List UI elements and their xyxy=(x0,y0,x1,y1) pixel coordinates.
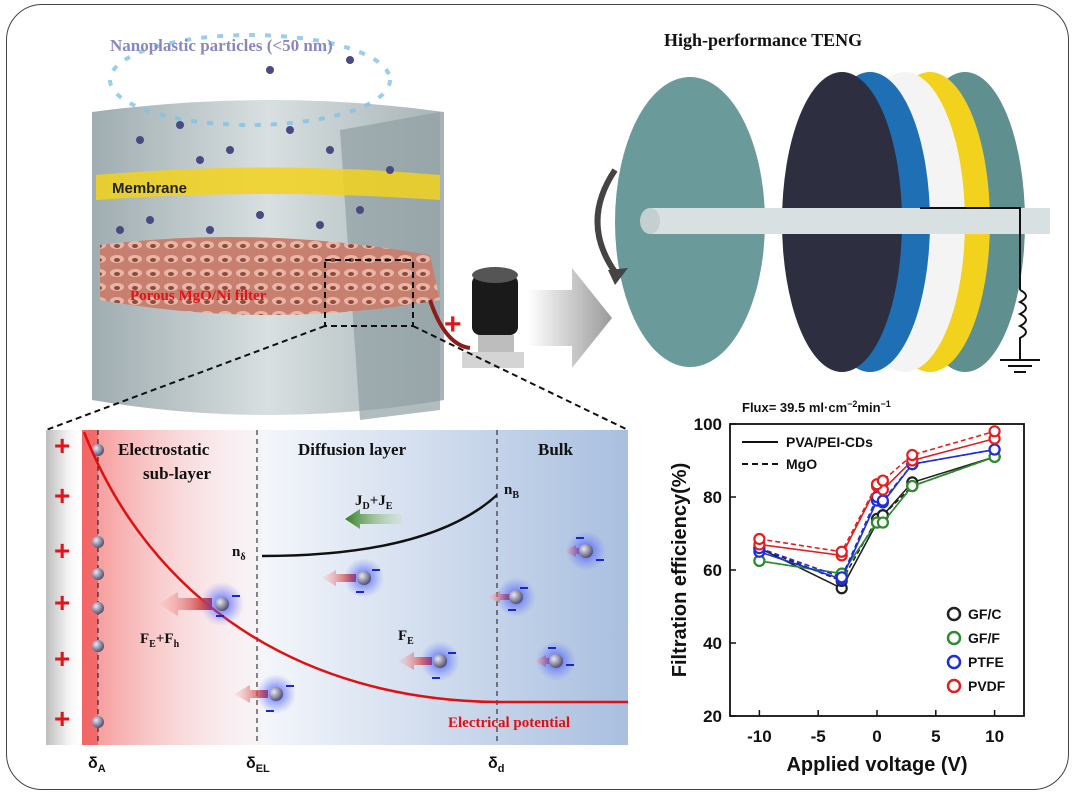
legend-series-label: PTFE xyxy=(968,654,1004,670)
delta-EL-label: δEL xyxy=(246,755,270,775)
potential-label: Electrical potential xyxy=(448,715,570,731)
x-tick-label: 10 xyxy=(985,727,1004,746)
surface-charges: + + + + + + xyxy=(54,430,70,734)
legend-line-label: MgO xyxy=(786,456,817,472)
legend-marker xyxy=(946,606,962,622)
concentration-curve xyxy=(261,494,498,558)
delta-d-label: δd xyxy=(488,755,504,775)
y-axis-label: Filtration efficiency(%) xyxy=(669,463,691,677)
x-tick-label: 5 xyxy=(931,727,940,746)
chart-series xyxy=(753,425,1001,595)
layer-panel: + + + + + + Electrostatic sub-layer Diffusion… xyxy=(46,430,628,745)
teng-title: High-performance TENG xyxy=(664,30,862,50)
charged-particles xyxy=(200,531,606,714)
y-tick-label: 40 xyxy=(703,634,722,653)
force-combined-label: FE+Fh xyxy=(140,631,180,650)
y-tick-label: 60 xyxy=(703,561,722,580)
region-label-diffusion: Diffusion layer xyxy=(298,440,407,459)
filter-layer xyxy=(100,237,440,315)
x-tick-label: 0 xyxy=(872,727,881,746)
series-legend: GF/C GF/F PTFE PVDF xyxy=(946,606,1006,694)
x-axis-label: Applied voltage (V) xyxy=(786,754,967,776)
zoom-box xyxy=(324,259,414,327)
y-tick-label: 100 xyxy=(694,415,722,434)
membrane-layer xyxy=(96,167,440,200)
water-splash xyxy=(108,33,392,127)
data-point xyxy=(876,516,889,529)
pump-device xyxy=(428,267,524,368)
force-E-label: FE xyxy=(398,628,414,647)
data-point xyxy=(753,532,766,546)
legend-series-label: GF/C xyxy=(968,606,1001,622)
flux-label: JD+JE xyxy=(355,493,393,512)
legend-marker xyxy=(946,678,962,694)
adsorbed-particles xyxy=(92,444,104,728)
legend-marker xyxy=(946,654,962,670)
data-point xyxy=(876,474,889,487)
y-tick-label: 20 xyxy=(703,707,722,726)
data-point xyxy=(876,494,889,507)
series-pvdf xyxy=(753,425,1001,562)
ground-symbol xyxy=(1000,359,1040,373)
delta-A-label: δA xyxy=(88,755,106,775)
zoom-line-right xyxy=(412,325,629,431)
filter-label: Porous MgO/Ni filter xyxy=(130,288,267,304)
legend-series-label: GF/F xyxy=(968,630,1000,646)
potential-curve xyxy=(82,431,628,704)
plus-sign: + xyxy=(444,308,462,341)
n-B-label: nB xyxy=(504,482,519,501)
plus-charge: + xyxy=(54,703,70,734)
plus-charge: + xyxy=(54,643,70,674)
plus-charge: + xyxy=(54,587,70,618)
x-tick-label: -10 xyxy=(747,727,772,746)
legend-marker xyxy=(946,630,962,646)
data-point xyxy=(835,571,848,584)
region-label-bulk: Bulk xyxy=(538,440,574,459)
region-label-electrostatic: Electrostatic xyxy=(118,440,210,459)
membrane-label: Membrane xyxy=(112,180,187,197)
plot-frame xyxy=(729,423,1025,717)
data-point xyxy=(835,545,848,558)
plus-charge: + xyxy=(54,430,70,461)
data-point xyxy=(988,443,1001,456)
legend-line-label: PVA/PEI-CDs xyxy=(786,434,873,450)
flux-arrow xyxy=(345,509,402,529)
figure-frame xyxy=(6,4,1069,790)
data-point xyxy=(988,425,1001,438)
circuit-wire xyxy=(920,207,1021,290)
flux-annotation: Flux= 39.5 ml·cm−2min−1 xyxy=(742,399,891,415)
transition-arrow xyxy=(528,268,612,368)
y-tick-label: 80 xyxy=(703,488,722,507)
teng-illustration: High-performance TENG xyxy=(594,30,1050,373)
nanoplastic-label: Nanoplastic particles (<50 nm) xyxy=(110,36,333,55)
inductor-coil xyxy=(1017,289,1027,360)
data-point xyxy=(906,479,919,493)
plus-charge: + xyxy=(54,535,70,566)
axis-ticks: -10 -5 0 5 10 20 40 60 80 100 xyxy=(694,415,1004,746)
n-delta-label: nδ xyxy=(232,544,246,563)
legend-series-label: PVDF xyxy=(968,678,1006,694)
region-label-sublayer: sub-layer xyxy=(143,464,211,483)
nanoparticles xyxy=(116,56,394,234)
filtration-illustration: Membrane Porous MgO/Ni filter + xyxy=(92,33,524,420)
efficiency-chart: Flux= 39.5 ml·cm−2min−1 -10 -5 0 5 10 20 40 60 8… xyxy=(669,399,1025,776)
plus-charge: + xyxy=(54,480,70,511)
x-tick-label: -5 xyxy=(811,727,826,746)
data-point xyxy=(906,448,919,462)
rotation-icon xyxy=(594,168,618,274)
